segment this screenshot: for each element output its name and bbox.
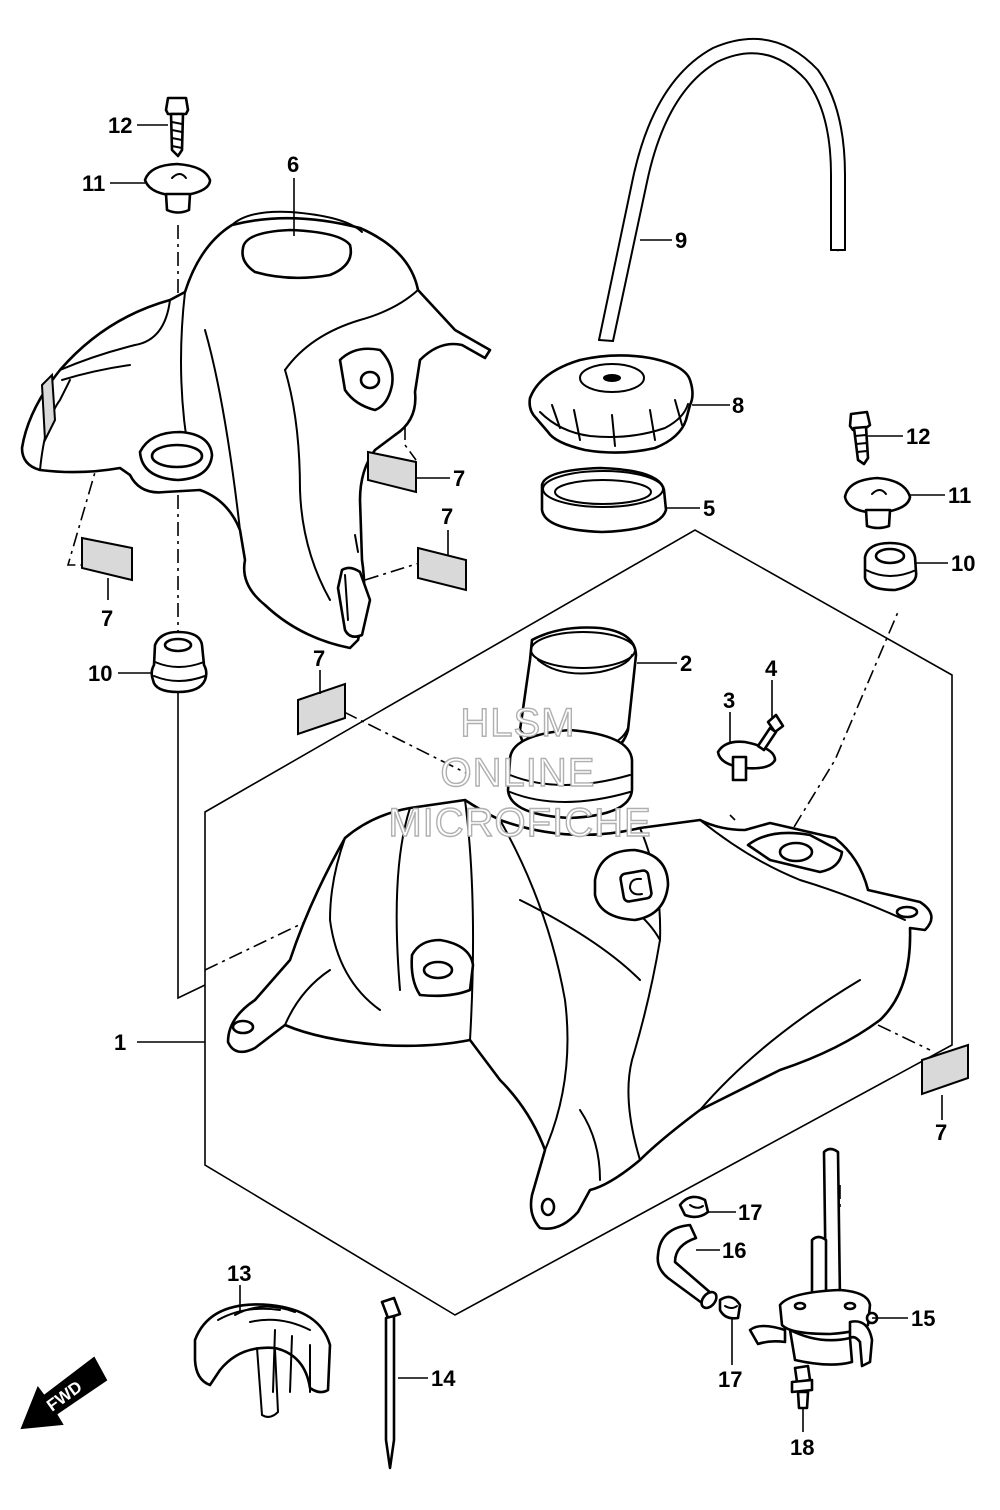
callout-labels: 1 2 3 4 5 6 7 7 7 7 7 8 9 10 10 11 11 12… [82, 113, 975, 1460]
callout-13: 13 [227, 1261, 251, 1286]
callout-12-right: 12 [906, 424, 930, 449]
grommet-right [863, 541, 918, 592]
callout-2: 2 [680, 651, 692, 676]
callout-17-upper: 17 [738, 1200, 762, 1225]
callout-16: 16 [722, 1238, 746, 1263]
screw [756, 713, 785, 752]
callout-8: 8 [732, 393, 744, 418]
callout-7-tank-top: 7 [313, 646, 325, 671]
callout-18: 18 [790, 1435, 814, 1460]
callout-17-lower: 17 [718, 1367, 742, 1392]
callout-14: 14 [431, 1366, 456, 1391]
screw-bottom [790, 1364, 814, 1410]
leader-tank-left [177, 690, 206, 1000]
cap-gasket [540, 466, 668, 534]
callout-12-left: 12 [108, 113, 132, 138]
filler-neck [506, 626, 638, 820]
fuel-hose [656, 1223, 718, 1310]
callout-1: 1 [114, 1030, 126, 1055]
watermark-line-2: ONLINE [441, 751, 596, 795]
bolt-right [848, 410, 872, 466]
damper-right [843, 476, 912, 530]
callout-11-left: 11 [82, 171, 105, 196]
leader-lines [107, 124, 948, 1432]
hose-clip-upper [678, 1195, 710, 1219]
fuel-tank [226, 798, 933, 1230]
watermark-line-3: MICROFICHE [388, 801, 651, 845]
hose-clip-lower [718, 1295, 742, 1320]
callout-10-right: 10 [951, 551, 975, 576]
fwd-arrow-icon: FWD [20, 1356, 108, 1430]
callout-15: 15 [911, 1306, 935, 1331]
fuel-cock [748, 1147, 879, 1368]
watermark: HLSM ONLINE MICROFICHE [388, 700, 652, 845]
watermark-line-1: HLSM [460, 701, 575, 745]
cable-tie [380, 1296, 402, 1470]
callout-11-right: 11 [948, 483, 971, 508]
breather-hose [598, 37, 846, 342]
damper-left [143, 162, 212, 214]
callout-6: 6 [287, 152, 299, 177]
callout-7-tank-side: 7 [935, 1120, 947, 1145]
fuel-cap [528, 354, 694, 454]
assembly-frame [204, 529, 953, 1316]
callout-10-left: 10 [88, 661, 112, 686]
bolt-left [164, 96, 190, 158]
callout-7-cover-right: 7 [441, 504, 453, 529]
grommet-left [150, 630, 208, 694]
labels [81, 450, 969, 1096]
callout-7-cover-mid: 7 [453, 466, 465, 491]
callout-9: 9 [675, 228, 687, 253]
cushion [193, 1303, 332, 1418]
tank-cover [20, 210, 492, 650]
callout-4: 4 [765, 656, 778, 681]
callout-5: 5 [703, 496, 715, 521]
callout-7-cover-left: 7 [101, 606, 113, 631]
callout-3: 3 [723, 688, 735, 713]
